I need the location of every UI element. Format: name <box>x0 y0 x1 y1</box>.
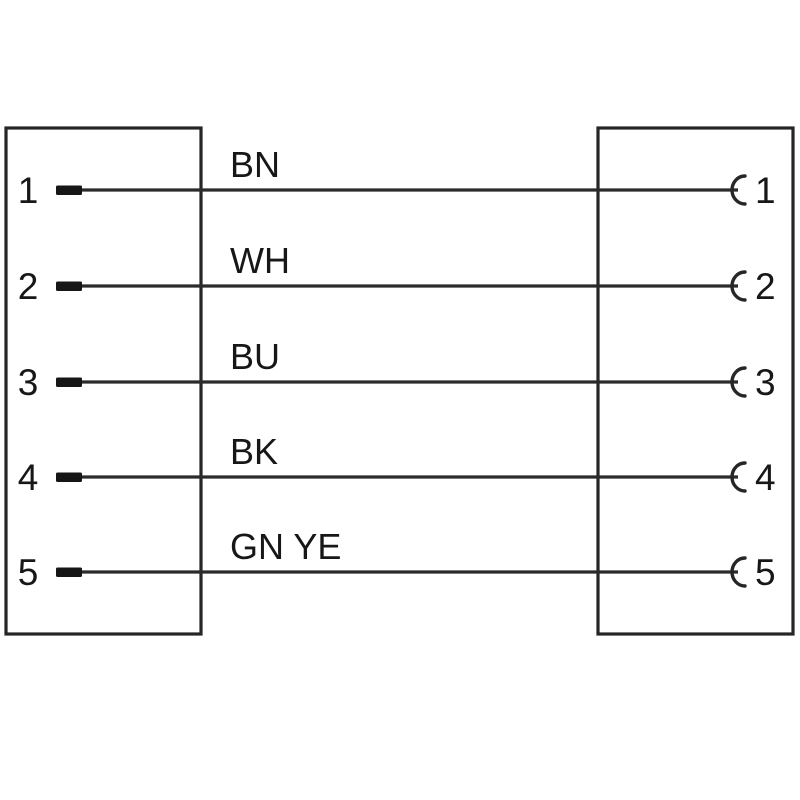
wire-row-2: 2 2 WH <box>18 240 776 307</box>
right-socket-terminal-2 <box>730 270 747 302</box>
wire-label-4: BK <box>230 431 278 472</box>
left-pin-terminal-1 <box>56 185 82 195</box>
wire-label-5: GN YE <box>230 526 341 567</box>
right-socket-terminal-5 <box>730 556 747 588</box>
left-pin-number-4: 4 <box>18 457 39 498</box>
wire-label-2: WH <box>230 240 290 281</box>
right-pin-number-4: 4 <box>755 457 776 498</box>
wire-label-1: BN <box>230 144 280 185</box>
left-pin-terminal-2 <box>56 281 82 291</box>
right-pin-number-5: 5 <box>755 552 776 593</box>
left-pin-number-2: 2 <box>18 266 39 307</box>
right-socket-terminal-3 <box>730 366 747 398</box>
left-pin-terminal-5 <box>56 567 82 577</box>
right-pin-number-1: 1 <box>755 170 776 211</box>
left-pin-number-5: 5 <box>18 552 39 593</box>
left-pin-number-3: 3 <box>18 362 39 403</box>
right-pin-number-2: 2 <box>755 266 776 307</box>
wire-row-3: 3 3 BU <box>18 336 776 403</box>
wire-row-4: 4 4 BK <box>18 431 776 498</box>
left-pin-number-1: 1 <box>18 170 39 211</box>
wire-row-1: 1 1 BN <box>18 144 776 211</box>
right-pin-number-3: 3 <box>755 362 776 403</box>
wire-row-5: 5 5 GN YE <box>18 526 776 593</box>
left-pin-terminal-4 <box>56 472 82 482</box>
left-pin-terminal-3 <box>56 377 82 387</box>
right-socket-terminal-1 <box>730 174 747 206</box>
right-socket-terminal-4 <box>730 461 747 493</box>
wire-label-3: BU <box>230 336 280 377</box>
